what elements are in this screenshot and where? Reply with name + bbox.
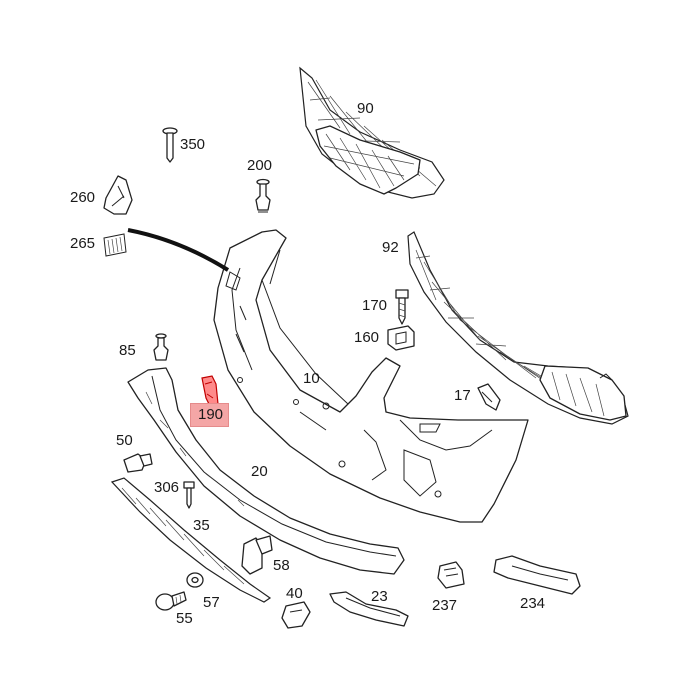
label-260[interactable]: 260 [70, 189, 96, 206]
part-40-clip[interactable] [281, 601, 311, 629]
label-40[interactable]: 40 [286, 585, 303, 602]
part-85-pin[interactable] [153, 333, 169, 361]
part-350-screw[interactable] [162, 127, 178, 163]
part-55-bolt[interactable] [155, 591, 187, 611]
label-58[interactable]: 58 [273, 557, 290, 574]
part-58-clip[interactable] [241, 535, 273, 575]
label-50[interactable]: 50 [116, 432, 133, 449]
label-265[interactable]: 265 [70, 235, 96, 252]
part-92-lower-grille[interactable] [407, 231, 629, 425]
label-200[interactable]: 200 [247, 157, 273, 174]
part-306-screw[interactable] [183, 481, 195, 509]
label-350[interactable]: 350 [180, 136, 206, 153]
label-23[interactable]: 23 [371, 588, 388, 605]
part-23-trim[interactable] [329, 591, 409, 627]
label-306[interactable]: 306 [154, 479, 180, 496]
label-35[interactable]: 35 [193, 517, 210, 534]
label-92[interactable]: 92 [382, 239, 399, 256]
label-190-highlighted[interactable]: 190 [190, 403, 230, 427]
label-10[interactable]: 10 [303, 370, 320, 387]
label-20[interactable]: 20 [251, 463, 268, 480]
part-20-lower-trim[interactable] [127, 367, 405, 575]
label-85[interactable]: 85 [119, 342, 136, 359]
part-17-bolt[interactable] [477, 383, 501, 411]
part-237-bracket[interactable] [437, 561, 465, 589]
label-160[interactable]: 160 [354, 329, 380, 346]
label-170[interactable]: 170 [362, 297, 388, 314]
part-35-strip[interactable] [110, 477, 272, 603]
label-234[interactable]: 234 [520, 595, 546, 612]
part-10-bumper-cover[interactable] [213, 229, 529, 523]
label-17[interactable]: 17 [454, 387, 471, 404]
part-50-bolt[interactable] [123, 453, 153, 473]
part-160-clip[interactable] [387, 325, 415, 351]
label-57[interactable]: 57 [203, 594, 220, 611]
part-200-clip[interactable] [255, 178, 271, 213]
part-90-upper-grille[interactable] [299, 66, 445, 199]
label-237[interactable]: 237 [432, 597, 458, 614]
part-170-screw[interactable] [395, 289, 409, 325]
part-260-bracket[interactable] [103, 175, 133, 215]
label-90[interactable]: 90 [357, 100, 374, 117]
part-190-bracket[interactable] [201, 375, 219, 412]
part-234-reflector[interactable] [493, 555, 581, 595]
part-57-washer[interactable] [186, 572, 204, 588]
part-265-cable[interactable] [103, 228, 230, 272]
label-55[interactable]: 55 [176, 610, 193, 627]
